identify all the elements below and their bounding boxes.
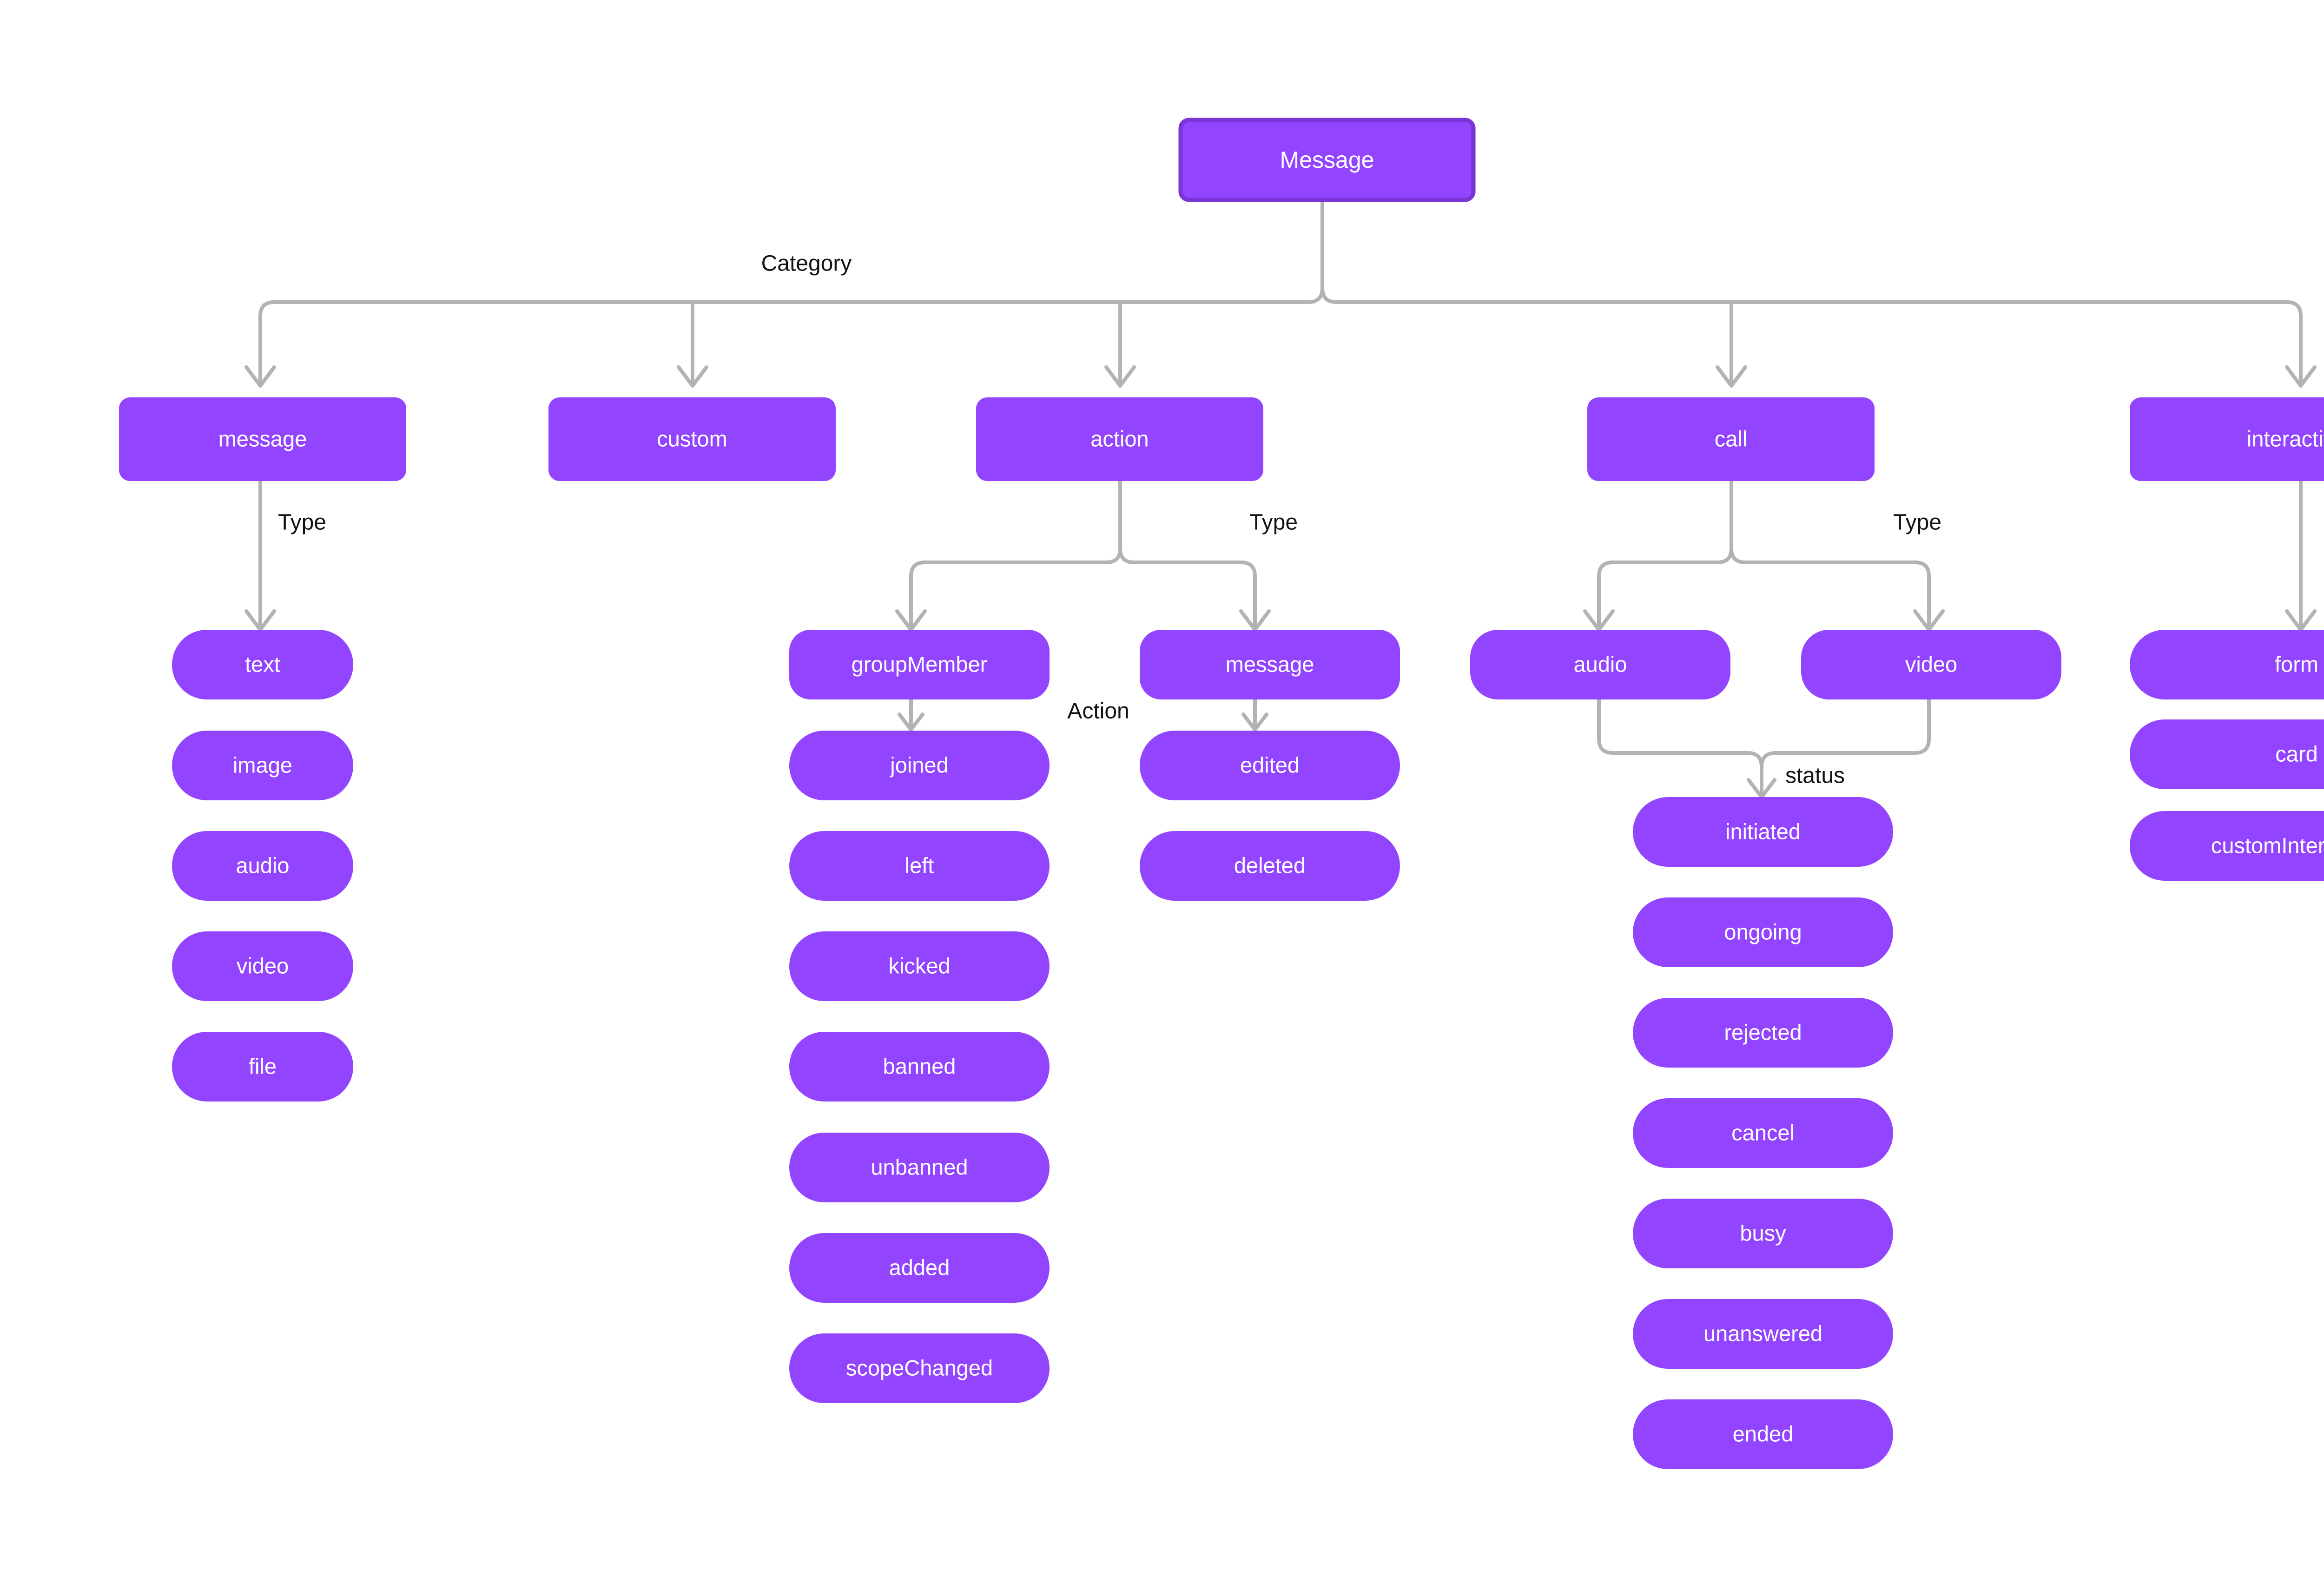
node-groupmember-action-kicked[interactable]: kicked: [789, 931, 1050, 1001]
edge-labels-layer: Category Type Type Action Type status Ty…: [278, 251, 1941, 788]
node-message-type-text[interactable]: text: [172, 630, 353, 699]
node-category-call[interactable]: call: [1587, 397, 1875, 481]
node-interactive-type-custominteractive[interactable]: customInteractive: [2130, 811, 2324, 881]
node-root-message[interactable]: Message: [1178, 118, 1476, 202]
node-call-status-ended[interactable]: ended: [1633, 1399, 1893, 1469]
node-action-type-message[interactable]: message: [1140, 630, 1400, 699]
node-groupmember-action-scopechanged[interactable]: scopeChanged: [789, 1333, 1050, 1403]
node-call-status-unanswered[interactable]: unanswered: [1633, 1299, 1893, 1369]
edge-label-status-call: status: [1785, 764, 1845, 788]
edge-root-trunk: [1320, 198, 2303, 388]
arrowhead-category-action: [1104, 365, 1136, 388]
node-call-type-audio[interactable]: audio: [1470, 630, 1730, 699]
edge-label-action: Action: [1067, 699, 1129, 724]
edge-action-split-right: [1118, 547, 1257, 632]
node-action-type-groupmember[interactable]: groupMember: [789, 630, 1050, 699]
node-category-message[interactable]: message: [119, 397, 406, 481]
node-call-status-rejected[interactable]: rejected: [1633, 998, 1893, 1068]
edge-label-type-action: Type: [1249, 510, 1298, 535]
arrowhead-category-call: [1716, 365, 1747, 388]
edge-label-category: Category: [761, 251, 852, 276]
node-call-status-busy[interactable]: busy: [1633, 1199, 1893, 1268]
edge-label-type-message: Type: [278, 510, 326, 535]
edge-call-split-right: [1730, 547, 1931, 632]
node-category-custom[interactable]: custom: [548, 397, 836, 481]
node-message-type-file[interactable]: file: [172, 1032, 353, 1102]
node-groupmember-action-left[interactable]: left: [789, 831, 1050, 901]
node-interactive-type-card[interactable]: card: [2130, 719, 2324, 789]
edge-bus-left: [258, 286, 1324, 388]
node-call-status-cancel[interactable]: cancel: [1633, 1098, 1893, 1168]
edges-layer: [244, 198, 2317, 799]
node-category-action[interactable]: action: [976, 397, 1263, 481]
arrowhead-joined: [898, 712, 924, 732]
node-call-type-video[interactable]: video: [1801, 630, 2061, 699]
edge-video-to-initiated: [1760, 698, 1931, 799]
node-message-type-image[interactable]: image: [172, 731, 353, 800]
node-groupmember-action-added[interactable]: added: [789, 1233, 1050, 1303]
node-call-status-initiated[interactable]: initiated: [1633, 797, 1893, 867]
edge-action-split-left: [909, 479, 1122, 632]
arrowhead-category-interactive: [2285, 365, 2317, 388]
node-groupmember-action-joined[interactable]: joined: [789, 731, 1050, 800]
arrowhead-category-message: [244, 365, 276, 388]
node-interactive-type-form[interactable]: form: [2130, 630, 2324, 699]
node-message-action-edited[interactable]: edited: [1140, 731, 1400, 800]
arrowhead-edited: [1241, 712, 1268, 732]
node-groupmember-action-unbanned[interactable]: unbanned: [789, 1133, 1050, 1202]
node-groupmember-action-banned[interactable]: banned: [789, 1032, 1050, 1102]
nodes-layer: Message message custom action call inter…: [119, 118, 2324, 1469]
node-message-type-audio[interactable]: audio: [172, 831, 353, 901]
edge-label-type-call: Type: [1893, 510, 1941, 535]
node-message-type-video[interactable]: video: [172, 931, 353, 1001]
node-call-status-ongoing[interactable]: ongoing: [1633, 897, 1893, 967]
edge-call-split-left: [1597, 479, 1733, 632]
node-category-interactive[interactable]: interactive: [2130, 397, 2324, 481]
edge-audio-to-initiated: [1597, 698, 1763, 799]
arrowhead-category-custom: [677, 365, 708, 388]
node-message-action-deleted[interactable]: deleted: [1140, 831, 1400, 901]
